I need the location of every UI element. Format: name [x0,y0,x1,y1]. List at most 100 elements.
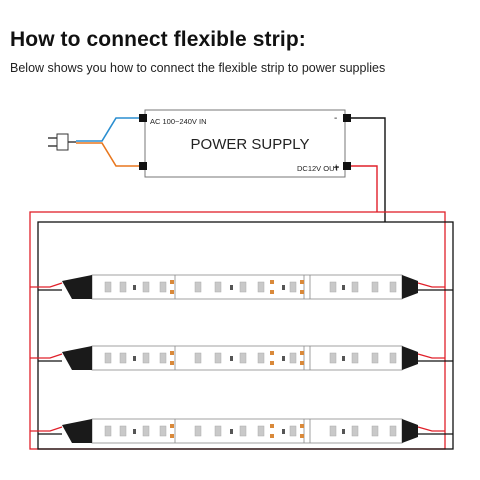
led-chip [389,352,397,364]
power-supply-box [144,109,346,178]
led-chip [214,425,222,437]
ac-input-wires [76,117,140,167]
copper-pad [300,434,304,438]
power-supply: AC 100~240V IN POWER SUPPLY DC12V OUT - … [139,109,351,178]
led-chip [194,352,202,364]
copper-pad [270,290,274,294]
left-connector [62,419,92,443]
led-chip [104,281,112,293]
led-chip [119,425,127,437]
led-chip [159,425,167,437]
resistor [133,356,136,361]
copper-pad [300,290,304,294]
positive-bus-rail [29,211,446,450]
copper-pad [300,361,304,365]
page-subtitle: Below shows you how to connect the flexi… [10,61,386,75]
negative-bus-rail [37,221,454,450]
led-chip [371,425,379,437]
led-chip [329,281,337,293]
led-chip [389,425,397,437]
led-chip [351,281,359,293]
resistor [282,285,285,290]
resistor [230,429,233,434]
resistor [342,285,345,290]
copper-pad [300,424,304,428]
positive-wire-right [417,353,445,359]
resistor [282,356,285,361]
positive-output-wire [351,165,378,212]
led-chip [194,425,202,437]
led-chip [214,352,222,364]
led-strip-2 [30,345,453,371]
led-chip [289,425,297,437]
led-chip [239,281,247,293]
led-strip-3 [30,418,453,444]
led-chip [351,352,359,364]
ac-wire-orange [76,142,140,167]
copper-pad [270,280,274,284]
copper-pad [170,290,174,294]
resistor [133,285,136,290]
positive-wire-left [30,353,63,359]
positive-wire-left [30,282,63,288]
ac-input-label: AC 100~240V IN [150,117,207,126]
led-chip [159,352,167,364]
led-chip [257,352,265,364]
led-chip [214,281,222,293]
right-connector [402,275,418,299]
led-chip [104,425,112,437]
led-chip [159,281,167,293]
copper-pad [270,361,274,365]
copper-pad [170,424,174,428]
power-supply-label: POWER SUPPLY [191,136,310,153]
positive-wire-right [417,282,445,288]
led-chip [239,425,247,437]
led-chip [104,352,112,364]
negative-output-wire [351,117,386,222]
resistor [282,429,285,434]
led-chip [142,352,150,364]
led-chip [194,281,202,293]
plus-terminal-label: + [333,162,339,174]
ac-plug-icon [48,133,76,151]
led-chip [289,352,297,364]
led-chip [371,281,379,293]
copper-pad [170,434,174,438]
copper-pad [270,351,274,355]
led-strip-1 [30,274,453,300]
resistor [230,285,233,290]
led-chip [142,425,150,437]
right-connector [402,346,418,370]
copper-pad [170,351,174,355]
copper-pad [300,280,304,284]
resistor [342,356,345,361]
dc-output-label: DC12V OUT [297,164,340,173]
positive-wire-right [417,426,445,432]
led-chip [142,281,150,293]
copper-pad [270,434,274,438]
led-chip [351,425,359,437]
led-chip [329,425,337,437]
resistor [133,429,136,434]
positive-wire-left [30,426,63,432]
led-chip [119,352,127,364]
resistor [230,356,233,361]
led-chip [119,281,127,293]
page-title: How to connect flexible strip: [10,28,306,51]
led-chip [371,352,379,364]
left-connector [62,275,92,299]
copper-pad [270,424,274,428]
left-connector [62,346,92,370]
copper-pad [170,280,174,284]
copper-pad [170,361,174,365]
ac-wire-blue [76,117,140,142]
minus-terminal-label: - [334,113,337,124]
led-chip [329,352,337,364]
copper-pad [300,351,304,355]
led-chip [257,425,265,437]
led-chip [289,281,297,293]
right-connector [402,419,418,443]
resistor [342,429,345,434]
led-chip [239,352,247,364]
